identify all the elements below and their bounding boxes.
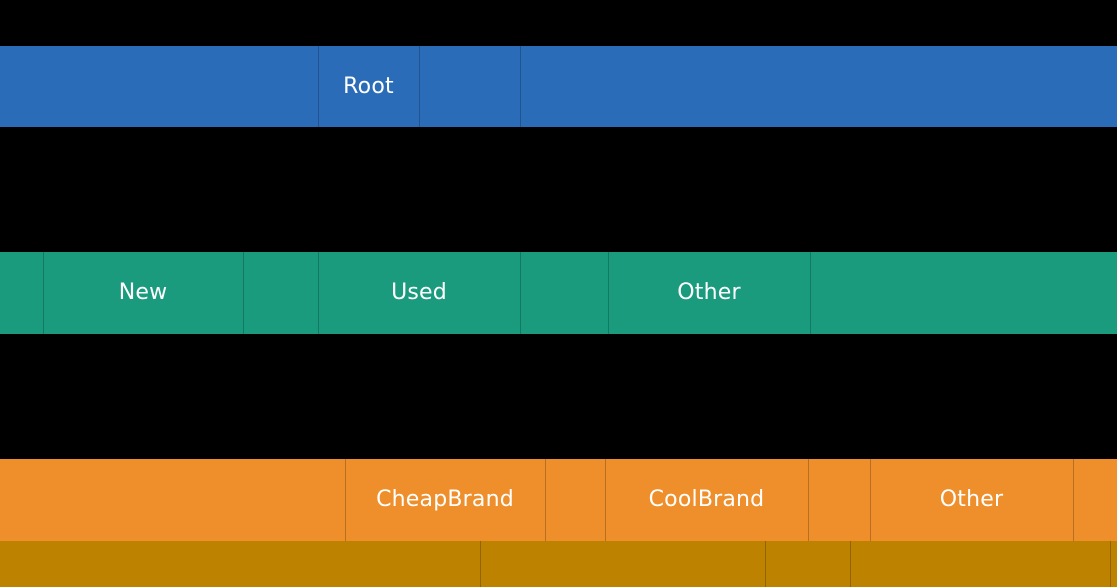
icicle-node-label: New — [118, 280, 168, 305]
icicle-node-label: Other — [939, 487, 1004, 512]
icicle-node-divider — [1110, 541, 1111, 587]
icicle-node-unlabeled[interactable] — [765, 541, 850, 587]
icicle-node-unlabeled[interactable] — [520, 252, 608, 334]
icicle-node-unlabeled[interactable] — [545, 459, 605, 541]
icicle-node-unlabeled[interactable] — [520, 46, 1117, 127]
icicle-node-unlabeled[interactable] — [480, 541, 765, 587]
icicle-node-label: Used — [391, 280, 447, 305]
icicle-node-new[interactable]: New — [43, 252, 243, 334]
icicle-level-brand: CheapBrand CoolBrand Other — [0, 459, 1117, 541]
icicle-node-divider — [605, 459, 606, 541]
icicle-node-label: CoolBrand — [648, 487, 765, 512]
icicle-node-divider — [480, 541, 481, 587]
icicle-node-divider — [850, 541, 851, 587]
icicle-node-label: Root — [343, 73, 394, 99]
icicle-node-other[interactable]: Other — [870, 459, 1073, 541]
icicle-node-other[interactable]: Other — [608, 252, 810, 334]
icicle-node-divider — [419, 46, 420, 127]
icicle-node-unlabeled[interactable] — [0, 541, 480, 587]
icicle-level-partial — [0, 541, 1117, 587]
icicle-node-unlabeled[interactable] — [0, 252, 43, 334]
icicle-node-label: CheapBrand — [376, 487, 514, 512]
icicle-node-divider — [808, 459, 809, 541]
icicle-level-condition: New Used Other — [0, 252, 1117, 334]
icicle-node-divider — [520, 252, 521, 334]
icicle-node-cheapbrand[interactable]: CheapBrand — [345, 459, 545, 541]
icicle-node-label: Other — [677, 280, 741, 305]
icicle-node-unlabeled[interactable] — [1110, 541, 1117, 587]
icicle-node-divider — [520, 46, 521, 127]
icicle-node-unlabeled[interactable] — [810, 252, 1117, 334]
icicle-node-divider — [243, 252, 244, 334]
icicle-level-root: Root — [0, 46, 1117, 127]
icicle-node-divider — [608, 252, 609, 334]
icicle-node-divider — [545, 459, 546, 541]
icicle-node-divider — [345, 459, 346, 541]
icicle-node-divider — [318, 46, 319, 127]
icicle-node-unlabeled[interactable] — [0, 459, 345, 541]
icicle-node-divider — [318, 252, 319, 334]
icicle-node-root[interactable]: Root — [318, 46, 419, 127]
icicle-node-unlabeled[interactable] — [1073, 459, 1117, 541]
icicle-node-divider — [870, 459, 871, 541]
icicle-node-used[interactable]: Used — [318, 252, 520, 334]
icicle-node-unlabeled[interactable] — [808, 459, 870, 541]
icicle-node-unlabeled[interactable] — [850, 541, 1110, 587]
icicle-node-unlabeled[interactable] — [0, 46, 318, 127]
icicle-node-divider — [43, 252, 44, 334]
icicle-node-divider — [1073, 459, 1074, 541]
icicle-node-unlabeled[interactable] — [243, 252, 318, 334]
icicle-node-coolbrand[interactable]: CoolBrand — [605, 459, 808, 541]
icicle-node-unlabeled[interactable] — [419, 46, 520, 127]
icicle-node-divider — [765, 541, 766, 587]
icicle-node-divider — [810, 252, 811, 334]
